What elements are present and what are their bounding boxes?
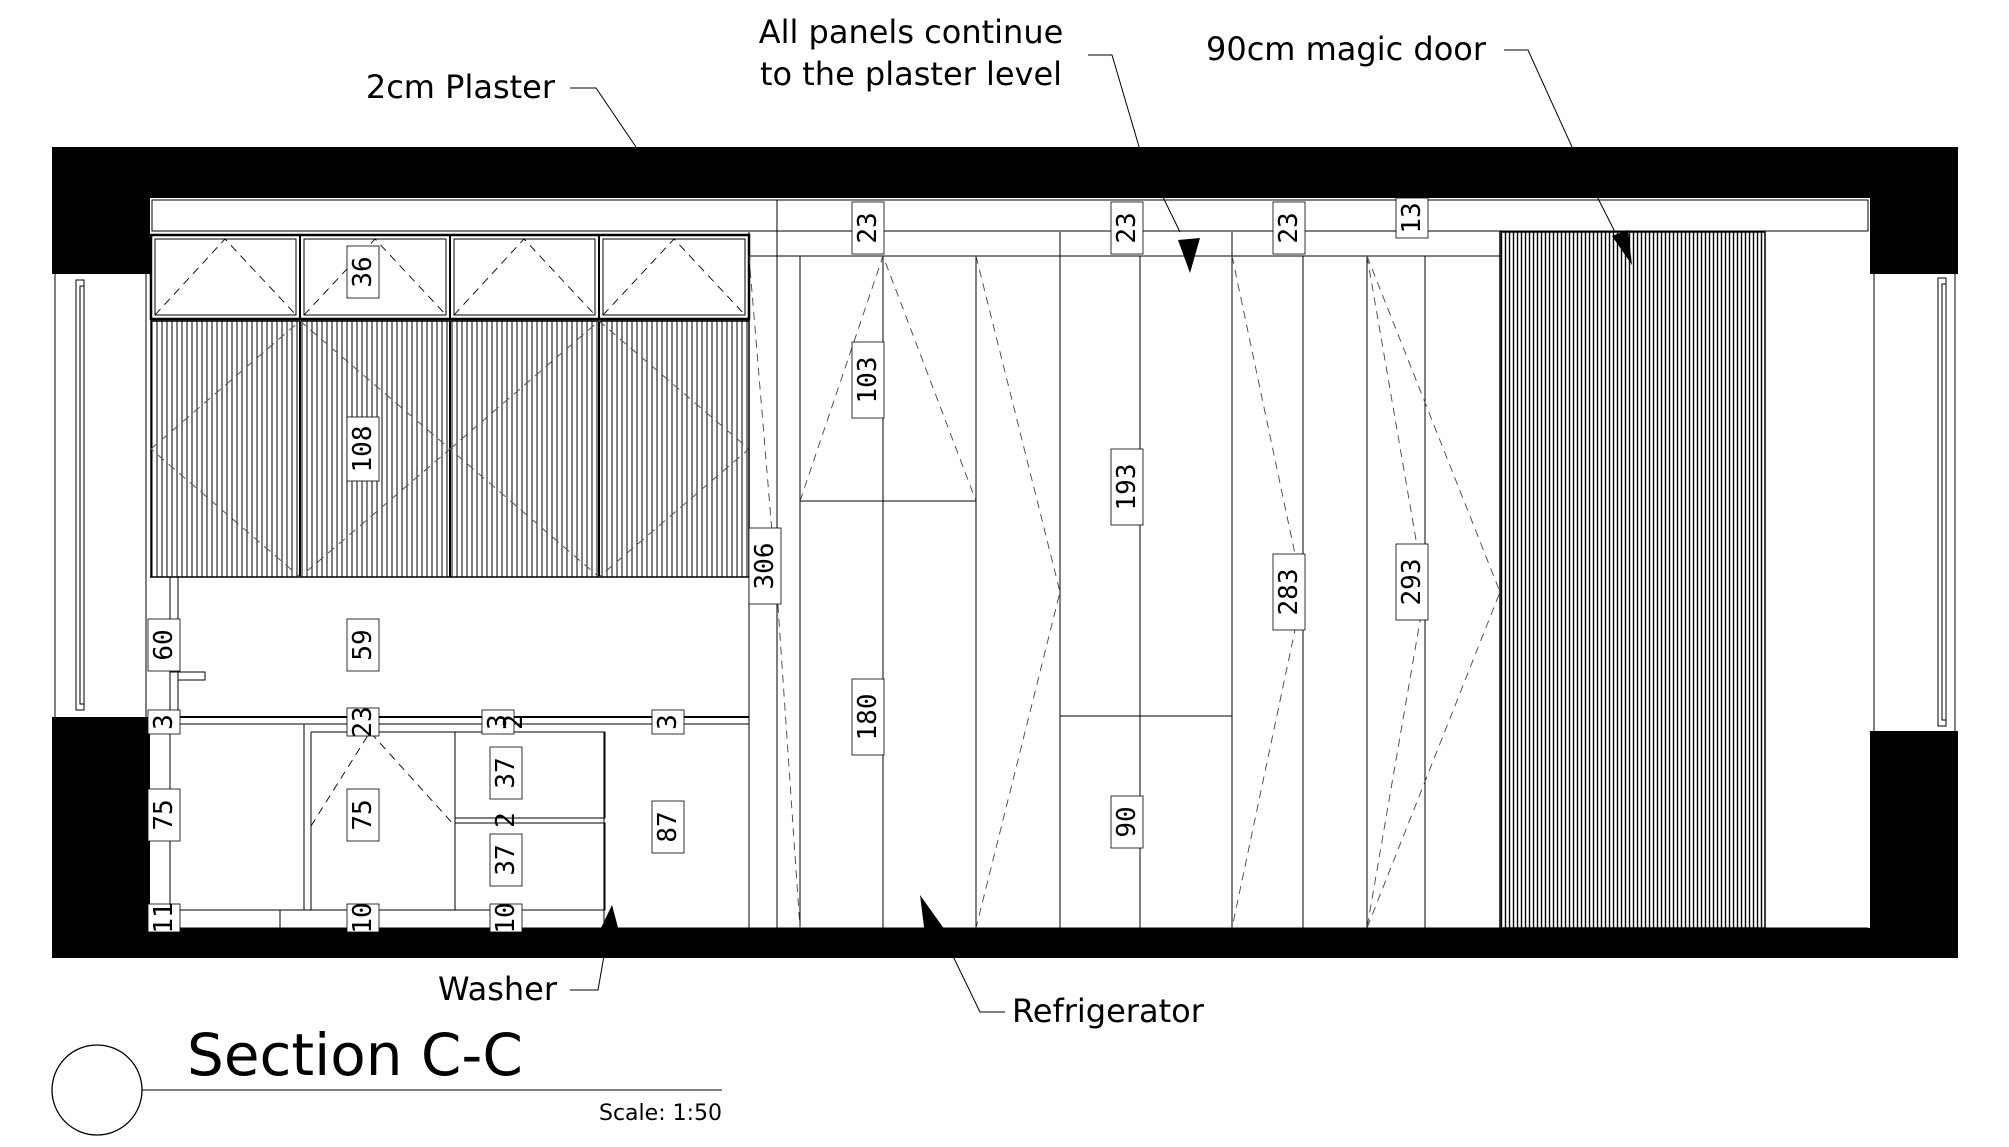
- scale-label: Scale: 1:50: [599, 1101, 722, 1126]
- upper-cabinets: [149, 233, 751, 321]
- dim-label: 37: [491, 844, 521, 875]
- dim-label: 60: [149, 629, 179, 660]
- dimension-labels: 36 108 60 59 3 23 3 2 37 2 3 75 75 37 87…: [147, 197, 1429, 934]
- dim-label: 103: [853, 357, 883, 404]
- section-title: Section C-C: [187, 1021, 523, 1089]
- section-marker-circle: [51, 1044, 143, 1136]
- magic-door: [1499, 231, 1766, 929]
- dim-label: 23: [1112, 212, 1142, 243]
- washer-callout: Washer: [438, 970, 558, 1008]
- left-window: [54, 274, 147, 717]
- dim-label: 87: [653, 811, 683, 842]
- dim-label: 193: [1112, 464, 1142, 511]
- left-wall-upper: [52, 147, 150, 274]
- right-window: [1873, 274, 1956, 731]
- dim-label: 3: [653, 714, 683, 730]
- panels-callout-line1: All panels continue: [759, 13, 1064, 51]
- refrigerator-callout: Refrigerator: [1012, 992, 1205, 1030]
- leader-lines: [570, 49, 1616, 1013]
- ribbed-cabinets: [150, 320, 750, 578]
- dim-label: 23: [348, 706, 378, 737]
- dim-label: 3: [483, 714, 513, 730]
- dim-label: 59: [348, 629, 378, 660]
- title-block: Section C-C Scale: 1:50: [51, 1021, 722, 1136]
- magic-door-callout: 90cm magic door: [1206, 30, 1487, 68]
- dim-label: 2: [499, 714, 529, 730]
- dim-label: 306: [750, 543, 780, 590]
- plaster-callout: 2cm Plaster: [366, 68, 556, 106]
- leader-arrows: [600, 230, 1632, 935]
- walls: [52, 147, 1958, 958]
- left-wall-lower: [52, 717, 150, 958]
- dim-label: 11: [149, 902, 179, 933]
- dim-label: 2: [491, 812, 521, 828]
- dim-label: 293: [1397, 559, 1427, 606]
- ceiling-slab: [52, 147, 1958, 198]
- right-wall-lower: [1870, 731, 1958, 958]
- dim-label: 10: [491, 902, 521, 933]
- dim-label: 23: [853, 212, 883, 243]
- dim-label: 180: [853, 694, 883, 741]
- callout-texts: 2cm Plaster All panels continue to the p…: [366, 13, 1487, 1030]
- dim-label: 37: [491, 757, 521, 788]
- dim-label: 75: [348, 799, 378, 830]
- dim-label: 283: [1274, 569, 1304, 616]
- panels-callout-line2: to the plaster level: [760, 55, 1062, 93]
- dim-label: 75: [149, 799, 179, 830]
- floor-slab: [52, 928, 1958, 958]
- right-wall-upper: [1870, 147, 1958, 274]
- dim-label: 23: [1274, 212, 1304, 243]
- dim-label: 108: [348, 426, 378, 473]
- dim-label: 90: [1112, 806, 1142, 837]
- dim-label: 3: [149, 714, 179, 730]
- dim-label: 36: [348, 256, 378, 287]
- dim-label: 10: [348, 902, 378, 933]
- dim-label: 13: [1397, 202, 1427, 233]
